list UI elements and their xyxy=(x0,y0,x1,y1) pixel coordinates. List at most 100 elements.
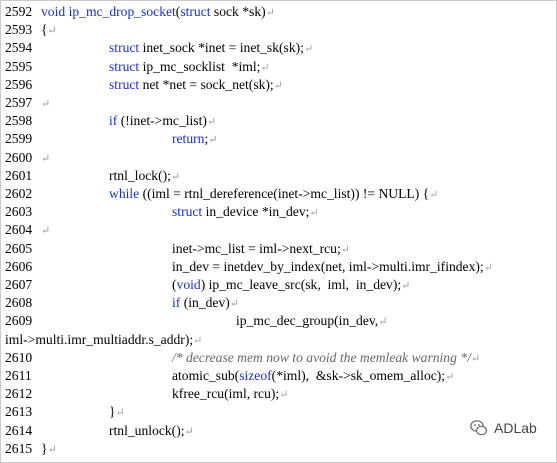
return-arrow-icon: ↵ xyxy=(279,389,289,402)
code-text: struct net *net = sock_net(sk);↵ xyxy=(109,76,283,95)
code-token: in_dev = inetdev_by_index(net, iml->mult… xyxy=(172,258,484,274)
code-text: void ip_mc_drop_socket(struct sock *sk)↵ xyxy=(41,3,275,22)
comment: /* decrease mem now to avoid the memleak… xyxy=(172,349,471,365)
code-token: ) ip_mc_leave_src(sk, iml, in_dev); xyxy=(200,277,402,292)
code-text: inet->mc_list = iml->next_rcu;↵ xyxy=(172,240,350,259)
code-line: iml->multi.imr_multiaddr.s_addr);↵ xyxy=(5,331,556,349)
code-text: {↵ xyxy=(41,21,57,40)
code-line: 2592 void ip_mc_drop_socket(struct sock *… xyxy=(5,3,556,21)
code-line: 2599 return;↵ xyxy=(5,130,556,148)
keyword: return xyxy=(172,131,205,147)
code-line: 2605 inet->mc_list = iml->next_rcu;↵ xyxy=(5,240,556,258)
code-text: struct in_device *in_dev;↵ xyxy=(172,203,319,222)
code-text: rtnl_lock();↵ xyxy=(109,167,180,186)
keyword: struct xyxy=(172,204,203,220)
code-text: kfree_rcu(iml, rcu);↵ xyxy=(172,385,288,404)
keyword: struct xyxy=(109,76,140,92)
keyword: void xyxy=(41,4,69,19)
code-token: (in_dev) xyxy=(180,295,230,311)
code-line: 2607 (void) ip_mc_leave_src(sk, iml, in_d… xyxy=(5,276,556,294)
code-text: return;↵ xyxy=(172,130,217,149)
return-arrow-icon: ↵ xyxy=(260,61,270,74)
line-number: 2614 xyxy=(5,422,33,438)
code-line: 2615}↵ xyxy=(5,440,556,458)
return-arrow-icon: ↵ xyxy=(115,407,125,420)
line-number: 2600 xyxy=(5,149,33,165)
code-token: iml->multi.imr_multiaddr.s_addr); xyxy=(5,331,194,347)
code-line: 2596 struct net *net = sock_net(sk);↵ xyxy=(5,76,556,94)
keyword: if xyxy=(172,295,181,311)
line-number: 2609 xyxy=(5,313,33,329)
line-number: 2612 xyxy=(5,386,33,402)
code-token: { xyxy=(41,22,48,38)
code-line: 2614 rtnl_unlock();↵ xyxy=(5,422,556,440)
code-line: 2612 kfree_rcu(iml, rcu);↵ xyxy=(5,385,556,403)
code-token: kfree_rcu(iml, rcu); xyxy=(172,386,280,402)
code-text: ip_mc_dec_group(in_dev,↵ xyxy=(236,312,387,331)
return-arrow-icon: ↵ xyxy=(309,207,319,220)
return-arrow-icon: ↵ xyxy=(206,116,217,129)
code-text: in_dev = inetdev_by_index(net, iml->mult… xyxy=(172,258,493,277)
code-line: 2597 ↵ xyxy=(5,94,556,112)
return-arrow-icon: ↵ xyxy=(265,7,275,19)
code-token: inet->mc_list = iml->next_rcu; xyxy=(172,240,341,256)
line-number: 2603 xyxy=(5,204,33,220)
return-arrow-icon: ↵ xyxy=(41,98,51,110)
line-number: 2599 xyxy=(5,131,33,147)
line-number: 2595 xyxy=(5,58,33,74)
code-token: ( xyxy=(175,4,181,19)
keyword: struct xyxy=(180,4,211,19)
return-arrow-icon: ↵ xyxy=(378,316,388,329)
line-number: 2607 xyxy=(5,277,33,292)
return-arrow-icon: ↵ xyxy=(170,170,181,183)
return-arrow-icon: ↵ xyxy=(229,298,239,311)
return-arrow-icon: ↵ xyxy=(429,189,439,201)
code-token: ((iml = rtnl_dereference(inet->mc_list))… xyxy=(139,186,430,201)
keyword: if xyxy=(109,113,118,129)
code-text: rtnl_unlock();↵ xyxy=(109,422,194,441)
code-token: in_device *in_dev; xyxy=(202,204,310,220)
watermark: ADLab xyxy=(470,417,550,439)
return-arrow-icon: ↵ xyxy=(41,152,51,165)
code-text: ↵ xyxy=(41,94,50,113)
code-token: sock *sk) xyxy=(210,4,266,19)
code-token: } xyxy=(41,440,48,456)
line-number: 2605 xyxy=(5,240,33,256)
return-arrow-icon: ↵ xyxy=(208,134,218,147)
line-number: 2592 xyxy=(5,4,33,19)
code-token: (!inet->mc_list) xyxy=(117,113,207,129)
return-arrow-icon: ↵ xyxy=(483,261,493,274)
return-arrow-icon: ↵ xyxy=(47,443,57,456)
code-line: 2603 struct in_device *in_dev;↵ xyxy=(5,203,556,221)
line-number: 2597 xyxy=(5,95,33,110)
code-line: 2593 {↵ xyxy=(5,21,556,39)
code-text: struct inet_sock *inet = inet_sk(sk);↵ xyxy=(109,39,313,58)
code-text: atomic_sub(sizeof(*iml), &sk->sk_omem_al… xyxy=(172,367,454,386)
code-token: rtnl_lock(); xyxy=(109,167,171,183)
line-number: 2593 xyxy=(5,22,33,38)
code-text: iml->multi.imr_multiaddr.s_addr);↵ xyxy=(5,331,202,350)
code-text: if (in_dev)↵ xyxy=(172,294,239,313)
code-text: }↵ xyxy=(109,403,125,422)
code-text: ↵ xyxy=(41,221,50,240)
code-text: ↵ xyxy=(41,149,50,168)
code-line: 2609 ip_mc_dec_group(in_dev,↵ xyxy=(5,312,556,330)
code-text: /* decrease mem now to avoid the memleak… xyxy=(172,349,480,368)
code-token: atomic_sub( xyxy=(172,368,240,383)
function-name: ip_mc_drop_socket xyxy=(68,4,176,19)
line-number: 2615 xyxy=(5,440,33,456)
line-number: 2596 xyxy=(5,76,33,92)
code-text: while ((iml = rtnl_dereference(inet->mc_… xyxy=(109,185,438,204)
code-text: (void) ip_mc_leave_src(sk, iml, in_dev);… xyxy=(172,276,410,295)
line-number: 2601 xyxy=(5,167,33,183)
return-arrow-icon: ↵ xyxy=(41,225,51,238)
code-line: 2600 ↵ xyxy=(5,149,556,167)
return-arrow-icon: ↵ xyxy=(184,425,194,438)
code-token: (*iml), &sk->sk_omem_alloc); xyxy=(271,368,446,383)
line-number: 2604 xyxy=(5,222,33,238)
line-number: 2613 xyxy=(5,404,33,420)
return-arrow-icon: ↵ xyxy=(193,334,203,347)
